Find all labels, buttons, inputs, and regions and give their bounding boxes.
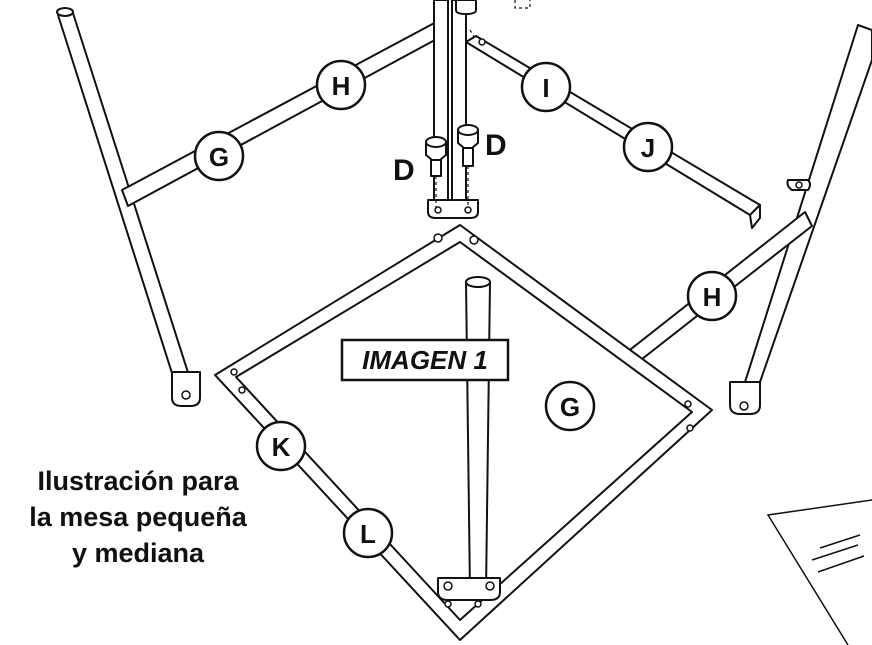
- callout-g-left: G: [193, 130, 245, 182]
- callout-g-right: G: [544, 380, 596, 432]
- callout-h-right: H: [686, 270, 738, 322]
- callout-h-left-label: H: [332, 71, 351, 101]
- callout-h-right-label: H: [703, 282, 722, 312]
- rail-i-j-right: [465, 29, 761, 229]
- imagen-label-box: IMAGEN 1: [340, 338, 510, 382]
- callout-j: J: [622, 121, 674, 173]
- callout-l-label: L: [360, 519, 376, 549]
- screw-label-left: D: [393, 154, 415, 187]
- screw-label-right: D: [485, 129, 507, 162]
- callout-h-left: H: [315, 59, 367, 111]
- callout-g-right-label: G: [560, 392, 580, 422]
- bottom-frame: [214, 224, 713, 641]
- screw-right: [457, 124, 479, 205]
- back-center-leg: [427, 0, 531, 219]
- size-note-line-2: la mesa pequeña: [29, 502, 248, 532]
- size-note: Ilustración para la mesa pequeña y media…: [29, 466, 248, 568]
- left-leg: [56, 7, 201, 407]
- callout-l: L: [342, 507, 394, 559]
- table-top-corner: [766, 499, 872, 645]
- callout-k-label: K: [272, 432, 291, 462]
- screw-left: [425, 136, 447, 210]
- callout-i: I: [520, 61, 572, 113]
- callout-i-label: I: [542, 73, 549, 103]
- size-note-line-1: Ilustración para: [37, 466, 239, 496]
- callout-j-label: J: [641, 133, 655, 163]
- size-note-line-3: y mediana: [72, 538, 205, 568]
- callout-g-left-label: G: [209, 142, 229, 172]
- callout-k: K: [255, 420, 307, 472]
- imagen-label: IMAGEN 1: [362, 345, 488, 375]
